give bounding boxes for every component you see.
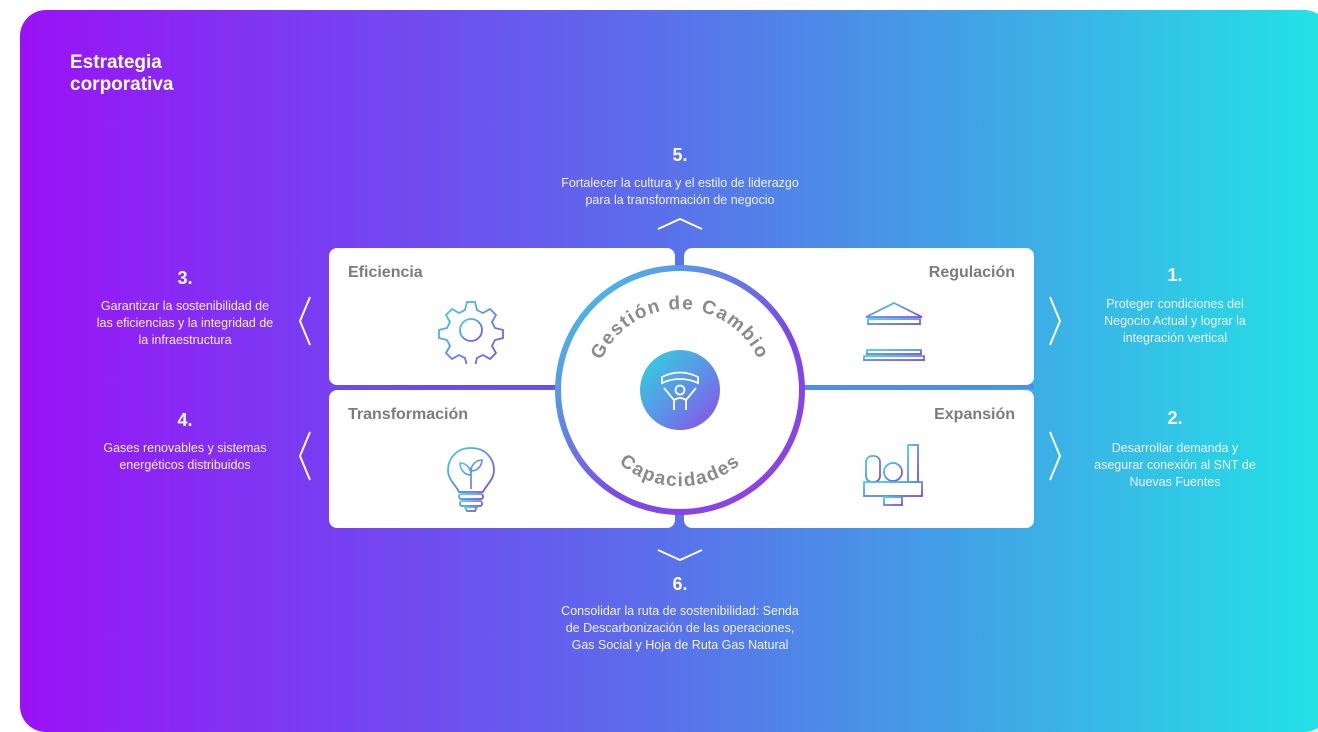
chevron-up-icon (657, 217, 703, 230)
industrial-plant-icon (863, 444, 923, 507)
pillar-5-description: Fortalecer la cultura y el estilo de lid… (561, 176, 799, 207)
quadrant-eficiencia-title: Eficiencia (348, 264, 423, 281)
chevron-left-icon (298, 431, 311, 481)
chevron-right-icon (1049, 296, 1062, 346)
chevron-right-icon (1049, 431, 1062, 481)
lightbulb-leaf-icon (447, 447, 495, 512)
center-ring-inner: Gestión de Cambio Capacidades (561, 271, 799, 509)
chevron-left-icon (298, 296, 311, 346)
connector-band (680, 384, 1034, 389)
strategy-panel: Estrategia corporativa 5. Fortalecer la … (20, 10, 1318, 732)
chevron-down-icon (657, 549, 703, 562)
center-ring: Gestión de Cambio Capacidades (555, 265, 805, 515)
gear-icon (438, 301, 504, 364)
quadrant-regulacion-title: Regulación (928, 264, 1015, 281)
pillar-4-number: 4. (177, 410, 193, 430)
connector-band (329, 384, 729, 389)
building-columns-icon (863, 301, 925, 361)
title-line-1: Estrategia (70, 52, 162, 73)
page-title: Estrategia corporativa (70, 52, 173, 96)
center-icon-circle (640, 350, 720, 430)
svg-text:Capacidades: Capacidades (616, 450, 745, 491)
title-line-2: corporativa (70, 74, 174, 95)
pillar-3-number: 3. (177, 268, 193, 288)
pillar-5-number: 5. (672, 145, 688, 165)
quadrant-expansion-title: Expansión (934, 406, 1015, 423)
pillar-1-number: 1. (1167, 265, 1183, 285)
center-bottom-label: Capacidades (616, 450, 743, 491)
pillar-2-number: 2. (1167, 408, 1183, 428)
person-arms-up-icon (661, 371, 699, 410)
pillar-6-number: 6. (672, 574, 688, 594)
quadrant-transformacion-title: Transformación (348, 406, 469, 423)
pillar-6-description: Consolidar la ruta de sostenibilidad: Se… (561, 604, 799, 652)
